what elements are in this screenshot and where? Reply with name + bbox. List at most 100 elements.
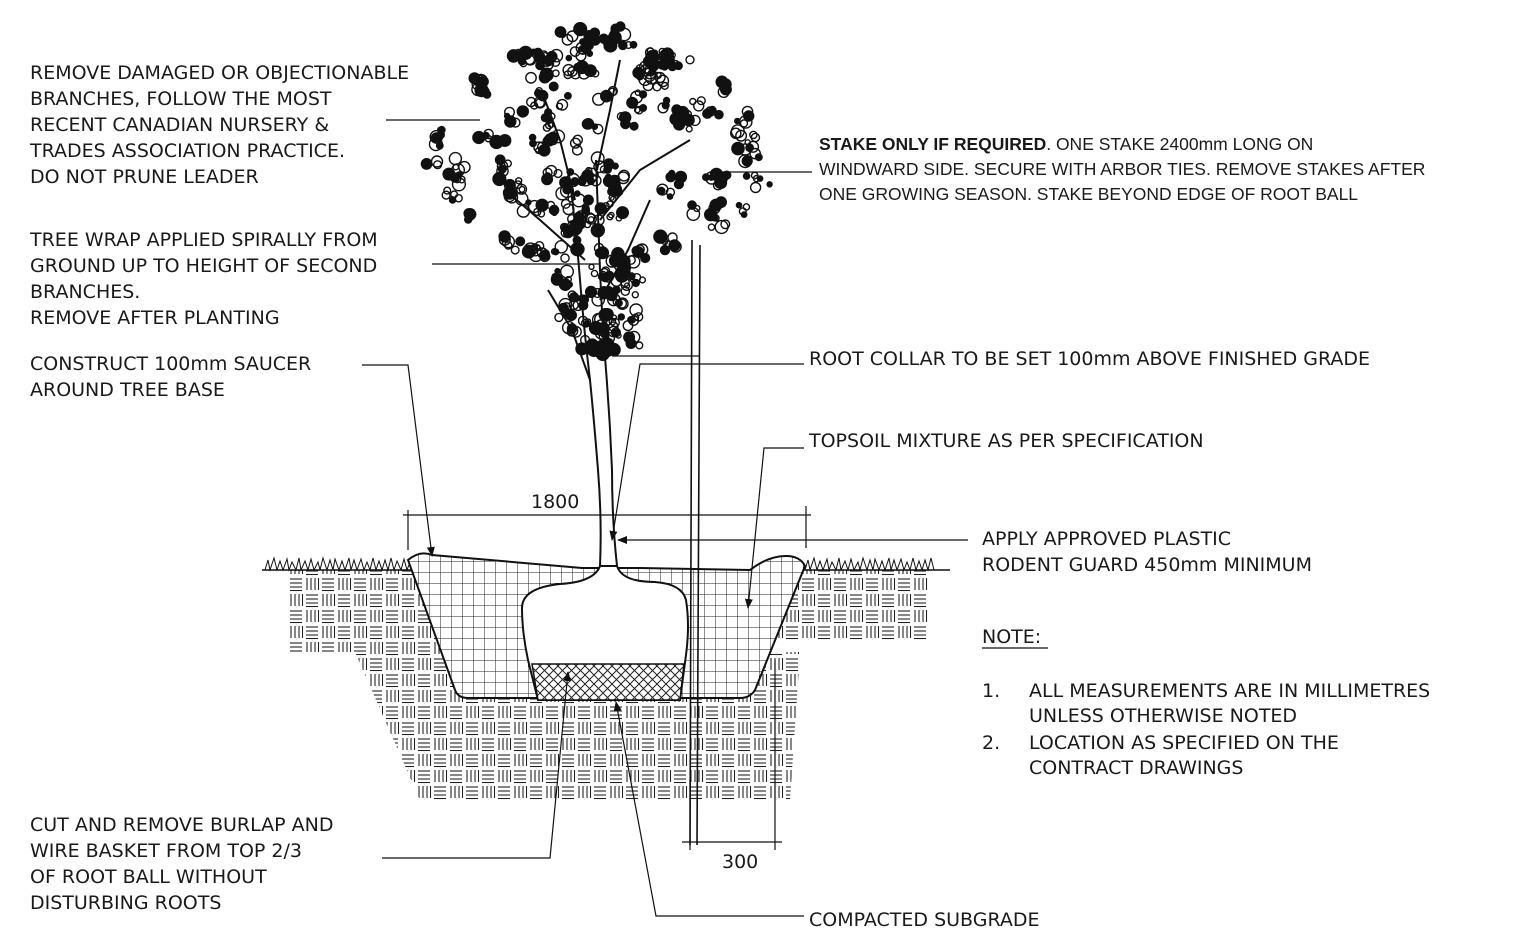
foliage-leaf [553, 168, 563, 179]
stake-offset-dimension [682, 660, 782, 850]
foliage-leaf [735, 129, 748, 142]
foliage-leaf [435, 141, 444, 150]
stake [689, 239, 701, 846]
foliage-leaf [542, 123, 552, 132]
label-stake: STAKE ONLY IF REQUIRED. ONE STAKE 2400mm… [819, 134, 1425, 204]
foliage-leaf [542, 135, 554, 147]
foliage-leaf [503, 178, 516, 192]
foliage-leaf [608, 317, 617, 326]
foliage-leaf [564, 92, 572, 100]
foliage-leaf [638, 90, 648, 99]
foliage-leaf [590, 151, 605, 166]
foliage-leaf [538, 71, 551, 84]
foliage-leaf [471, 82, 485, 97]
foliage-leaf [652, 82, 662, 92]
foliage-leaf [730, 124, 745, 139]
label-subgrade: COMPACTED SUBGRADE [809, 909, 1040, 931]
foliage-leaf [547, 112, 556, 121]
svg-text:BRANCHES.: BRANCHES. [30, 281, 140, 303]
foliage-leaf [568, 292, 580, 303]
foliage-leaf [660, 81, 669, 91]
foliage-leaf [598, 247, 608, 257]
foliage-leaf [449, 172, 461, 183]
foliage-leaf [571, 144, 583, 156]
foliage-leaf [554, 267, 561, 275]
svg-text:OF ROOT BALL WITHOUT: OF ROOT BALL WITHOUT [30, 866, 267, 888]
foliage-leaf [498, 233, 511, 246]
note-1-line-2: UNLESS OTHERWISE NOTED [1029, 705, 1297, 727]
foliage-leaf [579, 38, 587, 46]
foliage-leaf [549, 48, 564, 63]
foliage-leaf [554, 312, 564, 323]
foliage-leaf [515, 183, 528, 195]
foliage-leaf [521, 244, 536, 259]
foliage-leaf [671, 104, 683, 116]
foliage-leaf [503, 159, 513, 168]
stake-offset-value: 300 [722, 851, 758, 873]
label-rodent-guard: APPLY APPROVED PLASTIC RODENT GUARD 450m… [982, 528, 1312, 576]
foliage-leaf [731, 141, 745, 156]
foliage-leaf [620, 118, 631, 130]
foliage-leaf [503, 112, 511, 120]
foliage-leaf [539, 50, 549, 59]
foliage-leaf [566, 325, 579, 337]
label-burlap: CUT AND REMOVE BURLAP AND WIRE BASKET FR… [30, 814, 333, 914]
foliage-leaf [620, 278, 634, 292]
foliage-leaf [581, 204, 590, 213]
foliage-leaf [735, 201, 743, 209]
foliage-leaf [555, 186, 570, 201]
foliage-leaf [586, 50, 594, 57]
foliage-leaf [570, 176, 580, 186]
foliage-leaf [623, 331, 636, 344]
foliage-leaf [550, 247, 558, 255]
foliage-leaf [498, 230, 511, 243]
foliage-leaf [559, 176, 572, 189]
foliage-leaf [740, 211, 748, 219]
foliage-leaf [666, 193, 674, 200]
foliage-leaf [593, 322, 608, 336]
foliage-leaf [584, 318, 592, 325]
foliage-leaf [573, 22, 588, 37]
foliage-leaf [616, 171, 630, 185]
foliage-leaf [527, 199, 542, 214]
foliage-leaf [515, 236, 526, 247]
foliage-leaf [510, 245, 520, 255]
svg-text:WIRE BASKET FROM TOP 2/3: WIRE BASKET FROM TOP 2/3 [30, 840, 302, 862]
svg-text:WINDWARD SIDE. SECURE WITH ARB: WINDWARD SIDE. SECURE WITH ARBOR TIES. R… [819, 159, 1425, 179]
label-prune: REMOVE DAMAGED OR OBJECTIONABLE BRANCHES… [29, 62, 409, 188]
svg-text:ONE GROWING SEASON. STAKE BEYO: ONE GROWING SEASON. STAKE BEYOND EDGE OF… [819, 184, 1358, 204]
foliage-leaf [665, 171, 677, 183]
foliage-leaf [443, 186, 452, 195]
foliage-leaf [600, 266, 611, 276]
foliage-leaf [569, 46, 581, 57]
foliage-leaf [531, 243, 539, 250]
foliage-leaf [569, 137, 582, 149]
foliage-leaf [603, 38, 618, 53]
foliage-leaf [518, 185, 526, 193]
foliage-leaf [534, 88, 543, 98]
foliage-leaf [730, 127, 742, 140]
leader-burlap [382, 671, 572, 859]
foliage-leaf [639, 103, 648, 112]
foliage-leaf [571, 243, 582, 255]
foliage-leaf [590, 223, 605, 238]
foliage-leaf [714, 219, 729, 235]
foliage-leaf [667, 62, 677, 72]
leader-topsoil [744, 447, 804, 609]
foliage-leaf [510, 117, 521, 128]
leader-subgrade [613, 701, 804, 917]
foliage-leaf [579, 215, 588, 224]
grass-tufts [264, 556, 935, 572]
foliage-leaf [606, 200, 614, 208]
foliage-leaf [565, 309, 577, 322]
foliage-leaf [560, 264, 575, 279]
foliage-leaf [583, 64, 597, 78]
foliage-leaf [734, 117, 741, 125]
foliage-leaf [608, 194, 615, 201]
foliage-leaf [627, 272, 636, 281]
foliage-leaf [645, 50, 660, 65]
svg-text:RODENT GUARD 450mm MINIMUM: RODENT GUARD 450mm MINIMUM [982, 554, 1312, 576]
foliage-leaf [593, 160, 607, 174]
foliage-leaf [525, 71, 537, 84]
foliage-leaf [576, 343, 583, 351]
